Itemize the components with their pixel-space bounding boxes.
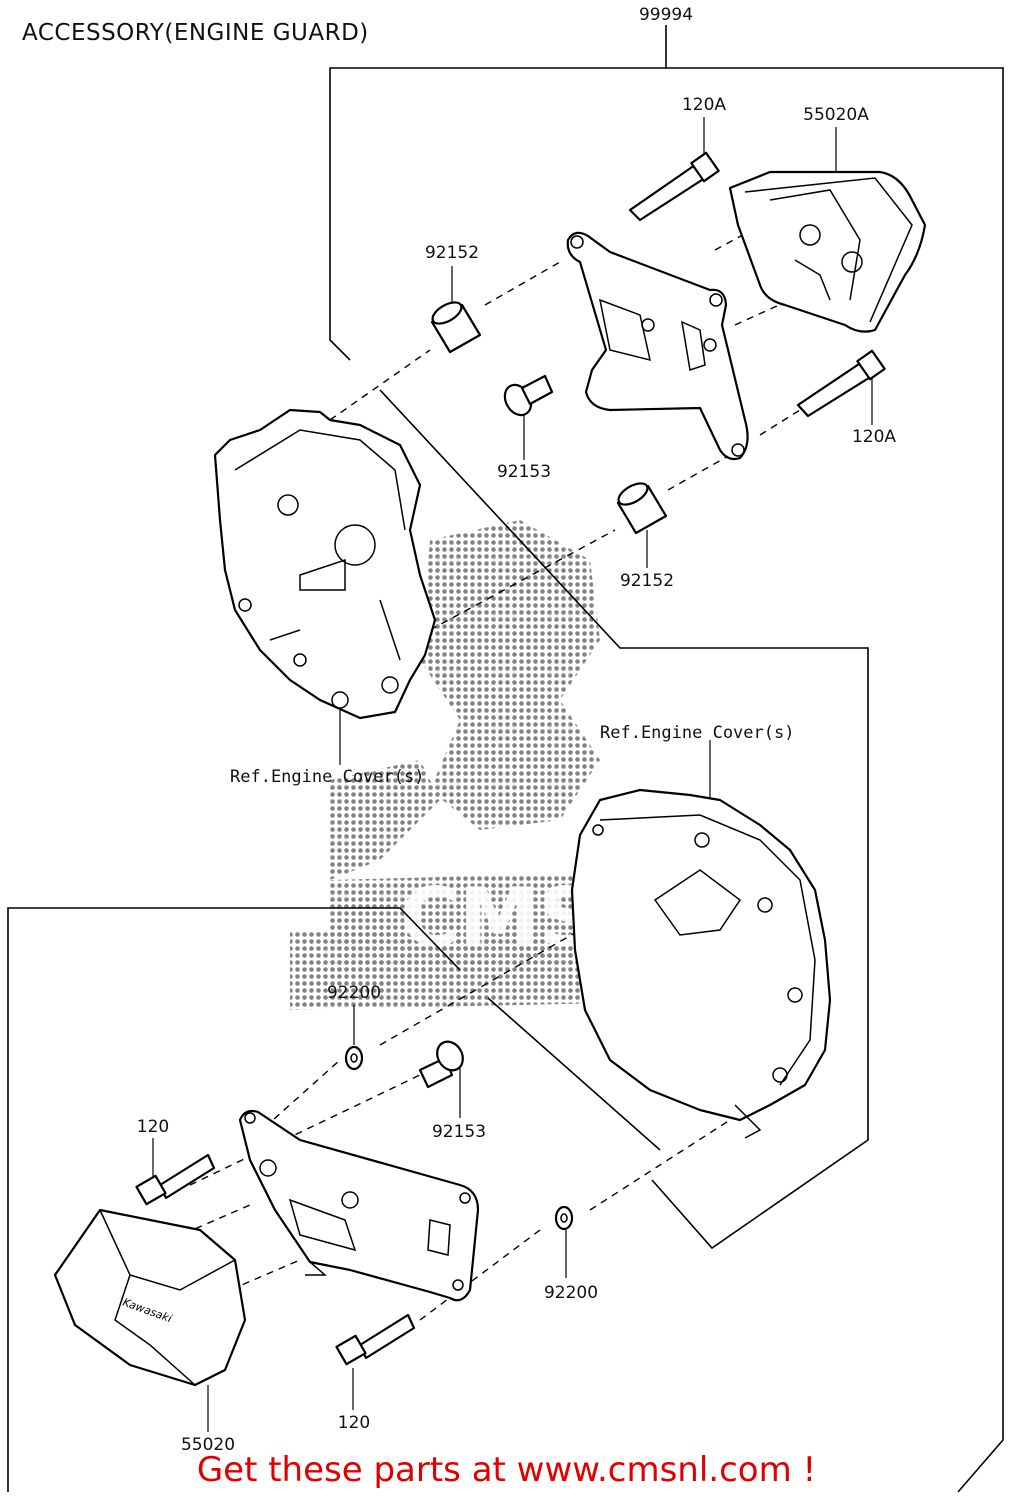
upper-engine-guard [728,170,927,333]
upper-bolt-top [628,151,720,222]
left-engine-cover [213,408,437,720]
upper-bolt-right [796,349,886,418]
lower-bolt-bottom [335,1313,416,1366]
upper-short-bolt [503,374,554,417]
label-ref-cover-right: Ref.Engine Cover(s) [600,723,794,743]
label-bolt-short-upper: 92153 [497,462,551,482]
lower-bolt-left [135,1153,216,1206]
right-engine-cover [570,788,832,1139]
label-washer-lower: 92200 [544,1283,598,1303]
label-bolt-upper-top: 120A [682,95,726,115]
label-bolt-short-lower: 92153 [432,1122,486,1142]
label-guard-upper: 55020A [803,105,869,125]
upper-collar-top [430,301,482,354]
label-guard-lower: 55020 [181,1435,235,1455]
watermark-text: CMS [400,871,596,964]
lower-washer-lower [554,1205,574,1231]
label-collar-mid: 92152 [620,571,674,591]
lower-short-bolt [418,1040,464,1089]
lower-mount-plate [238,1109,480,1302]
label-washer-upper: 92200 [327,983,381,1003]
footer-link-text[interactable]: Get these parts at www.cmsnl.com ! [196,1450,817,1490]
label-collar-top: 92152 [425,243,479,263]
label-assembly: 99994 [639,5,693,25]
assembly-axes [99,214,801,1321]
upper-mount-plate [566,231,749,461]
label-bolt-upper-right: 120A [852,427,896,447]
lower-washer-upper [344,1045,364,1071]
leader-lines [152,117,873,1432]
label-ref-cover-left: Ref.Engine Cover(s) [230,767,424,787]
label-bolt-lower-left: 120 [137,1117,169,1137]
upper-collar-mid [616,482,668,535]
lower-engine-guard: Kawasaki [53,1208,247,1387]
label-bolt-lower-bottom: 120 [338,1413,370,1433]
diagram-title: ACCESSORY(ENGINE GUARD) [22,20,369,46]
callout-brackets [7,25,1004,1493]
